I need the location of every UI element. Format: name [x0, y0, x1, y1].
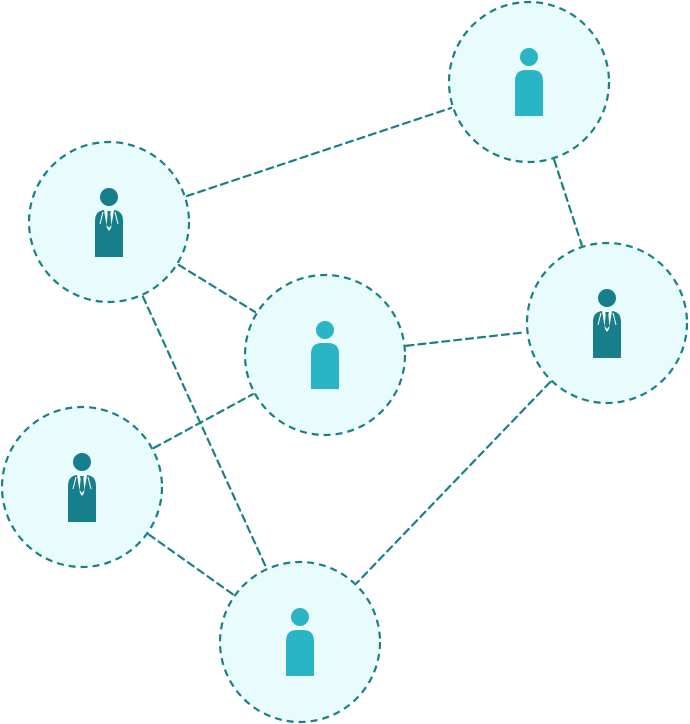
person-business-icon: [95, 188, 123, 257]
edge-node-right-to-node-bottom: [355, 380, 552, 585]
person-business-icon: [593, 289, 621, 358]
edge-node-lower-left-to-node-bottom: [147, 533, 235, 596]
edge-node-center-to-node-right: [405, 331, 527, 347]
node-right: [525, 241, 689, 405]
node-top-right: [447, 0, 611, 164]
edge-node-upper-left-to-node-top-right: [185, 106, 453, 198]
edge-node-upper-left-to-node-center: [177, 263, 257, 314]
node-upper-left: [27, 140, 191, 304]
edge-node-lower-left-to-node-center: [152, 393, 255, 449]
person-casual-icon: [311, 321, 339, 389]
node-bottom: [218, 560, 382, 724]
edge-node-upper-left-to-node-bottom: [141, 295, 268, 569]
node-lower-left: [0, 405, 164, 569]
person-business-icon: [68, 453, 96, 522]
edges-layer: [141, 106, 583, 596]
person-casual-icon: [286, 608, 314, 676]
edge-node-top-right-to-node-right: [553, 158, 583, 247]
node-center: [243, 273, 407, 437]
person-casual-icon: [515, 48, 543, 116]
